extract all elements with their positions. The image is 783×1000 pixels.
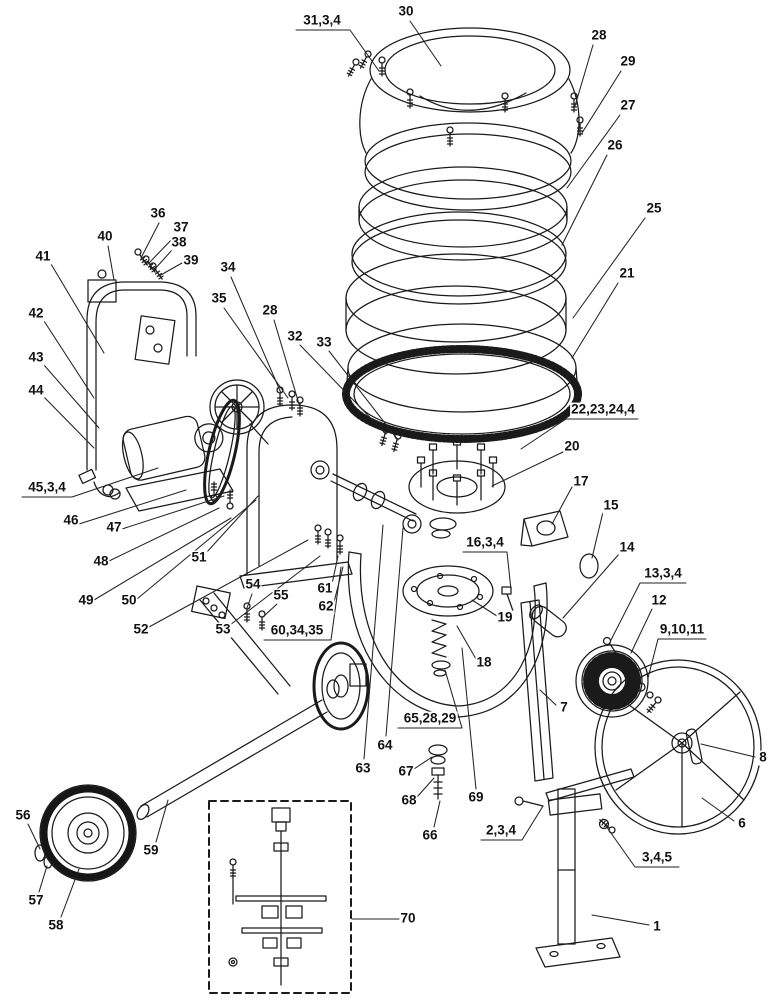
leader-line — [572, 217, 646, 319]
leader-line — [223, 307, 289, 399]
leader-line — [153, 249, 173, 271]
leader-line — [155, 799, 169, 843]
leader-line — [462, 551, 512, 591]
leader-line — [591, 511, 604, 559]
leader-line — [491, 451, 564, 487]
leader-line — [230, 276, 282, 394]
leader-line — [456, 625, 477, 660]
leader-line — [701, 797, 735, 822]
drive-pulley — [575, 644, 649, 718]
leader-line — [471, 599, 498, 617]
leader-line — [561, 154, 608, 246]
leader-line — [363, 524, 384, 760]
road-wheel — [34, 784, 137, 882]
leader-line — [331, 555, 339, 585]
leader-line — [107, 245, 115, 281]
retainer-ring — [579, 553, 599, 579]
leader-line — [21, 467, 159, 498]
leader-line — [136, 499, 257, 600]
leader-line — [562, 553, 620, 619]
leader-line — [591, 914, 650, 926]
leader-line — [43, 364, 100, 429]
leader-line — [605, 825, 680, 868]
leader-line — [520, 418, 639, 450]
drive-flange — [378, 425, 506, 514]
leader-line — [416, 777, 435, 798]
leader-lines — [21, 20, 756, 926]
leader-line — [397, 669, 463, 729]
leader-line — [630, 608, 653, 654]
leader-line — [433, 800, 441, 828]
drum-top-part — [345, 27, 584, 211]
leader-line — [263, 566, 342, 641]
leader-line — [140, 222, 160, 259]
leader-line — [566, 114, 621, 189]
drive-shaft — [330, 473, 457, 539]
gear-housing — [239, 386, 353, 631]
bottom-bearing-flange — [402, 565, 494, 677]
drum-band — [345, 253, 567, 375]
leader-line — [461, 647, 477, 790]
leader-line — [43, 396, 95, 449]
axle-roller — [529, 604, 567, 638]
leader-line — [148, 539, 309, 628]
stand-leg — [514, 768, 635, 968]
ring-gear — [342, 323, 582, 443]
leader-line — [229, 555, 321, 626]
leader-line — [93, 517, 232, 601]
leader-line — [480, 805, 544, 841]
leader-line — [333, 566, 344, 603]
leader-line — [299, 344, 387, 435]
support-column — [520, 599, 554, 782]
leader-line — [43, 320, 95, 399]
drive-belt — [203, 398, 241, 506]
leader-line — [38, 865, 48, 893]
leader-line — [78, 489, 187, 525]
motor-assembly — [78, 247, 234, 512]
leader-line — [413, 756, 433, 770]
leader-line — [571, 282, 619, 359]
leader-line — [273, 319, 300, 405]
leader-line — [551, 486, 573, 525]
leader-line — [263, 603, 278, 617]
leader-line — [108, 507, 220, 562]
leader-line — [385, 527, 404, 737]
leader-line — [147, 235, 176, 265]
mount-hardware — [428, 744, 448, 800]
leader-line — [581, 70, 622, 134]
inset-detail — [208, 800, 352, 994]
pulley-hardware — [602, 636, 663, 715]
leader-line — [539, 689, 557, 706]
leader-line — [409, 20, 442, 67]
bearing-bracket — [520, 510, 569, 547]
leader-line — [121, 495, 225, 530]
leader-line — [246, 593, 253, 609]
leader-line — [610, 582, 687, 641]
leader-line — [27, 823, 41, 850]
leader-line — [50, 263, 105, 354]
chassis-frame — [347, 551, 548, 718]
drum-ring-thin — [351, 211, 567, 305]
leader-line — [205, 495, 259, 554]
leader-line — [574, 44, 594, 107]
hand-wheel — [594, 659, 762, 835]
leader-line — [700, 743, 756, 758]
leader-line — [647, 638, 707, 679]
leader-line — [328, 350, 399, 441]
drawbar-frame — [136, 585, 328, 820]
bracket-bolt — [501, 586, 514, 612]
leader-line — [158, 262, 183, 277]
leader-line — [295, 29, 380, 72]
drum-ring-upper — [358, 166, 568, 261]
leader-line — [60, 868, 80, 918]
